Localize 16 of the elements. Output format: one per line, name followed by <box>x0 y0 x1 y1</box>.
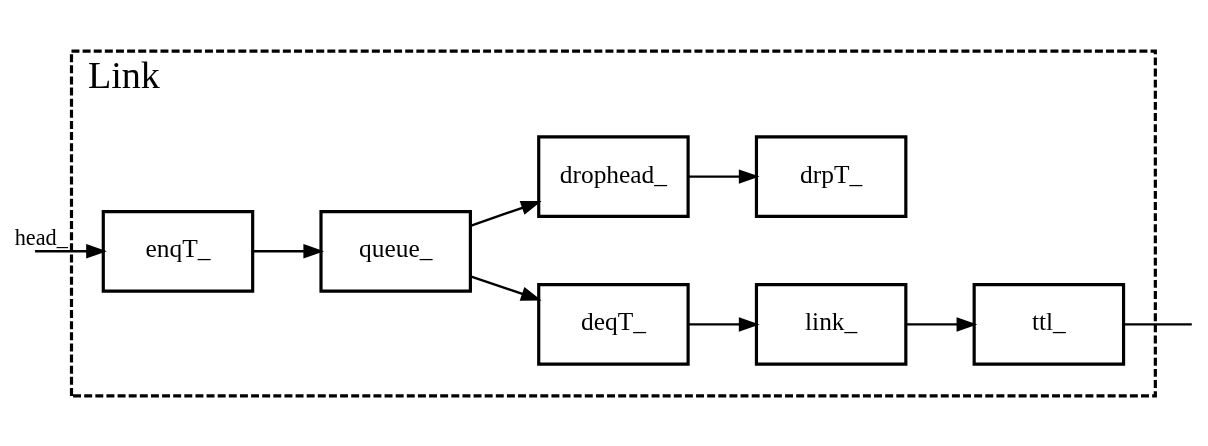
arrow <box>470 200 542 227</box>
node-box: enqT_ <box>101 209 255 293</box>
arrow <box>35 243 107 259</box>
node-box: link_ <box>754 282 908 366</box>
node-box: drpT_ <box>754 134 908 218</box>
node-box: drophead_ <box>537 134 690 218</box>
connector <box>1123 322 1192 326</box>
arrow <box>688 168 760 184</box>
arrow <box>252 243 325 259</box>
arrow <box>905 316 978 332</box>
node-box: ttl_ <box>972 282 1126 366</box>
node-box: queue_ <box>319 209 472 293</box>
node-box: deqT_ <box>537 282 690 366</box>
edge-label: head_ <box>14 224 68 250</box>
arrow <box>470 274 542 301</box>
arrow <box>688 316 760 332</box>
